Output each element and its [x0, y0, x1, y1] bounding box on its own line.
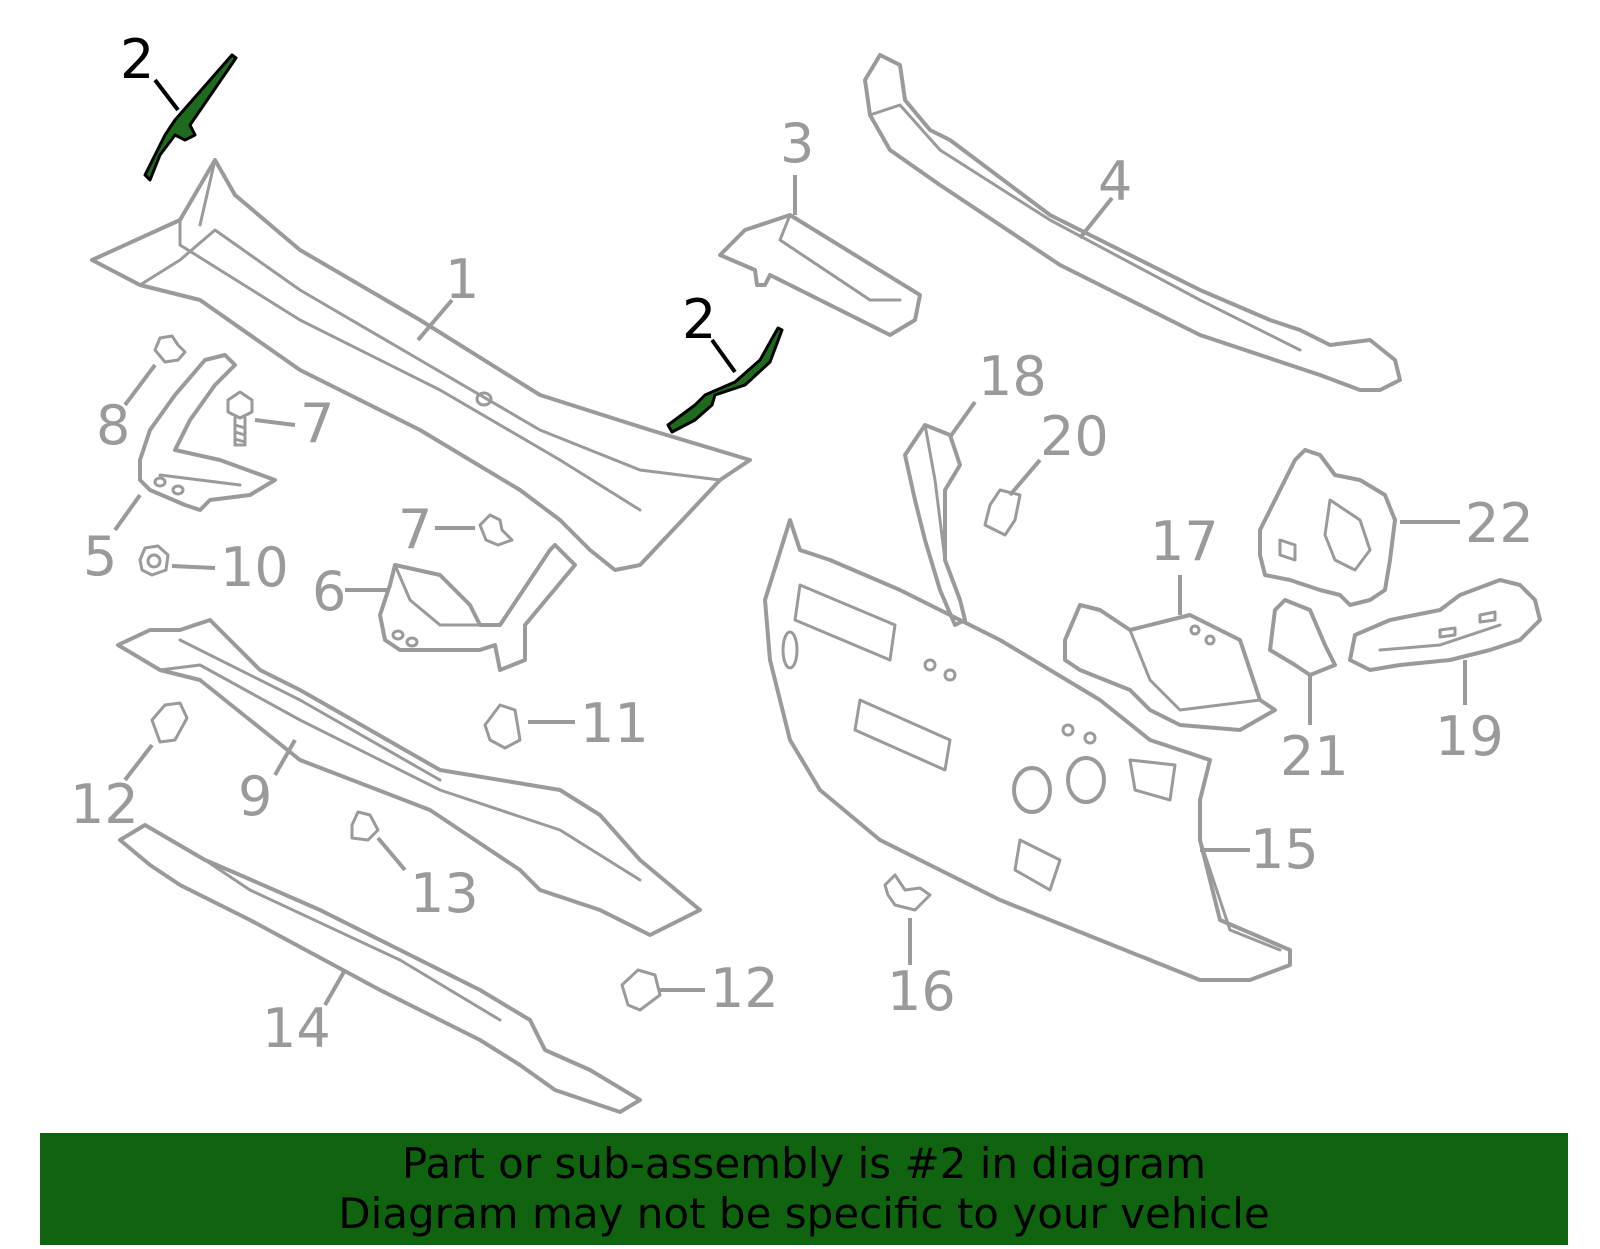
callout-20: 20 [1040, 405, 1109, 468]
callout-18: 18 [978, 345, 1047, 408]
part-15-dash-panel[interactable] [763, 518, 1292, 982]
part-11-clip[interactable] [483, 703, 522, 750]
callout-14: 14 [262, 997, 331, 1060]
callout-10: 10 [220, 536, 289, 599]
part-1-cowl-panel[interactable] [90, 158, 752, 572]
callout-5: 5 [83, 525, 117, 588]
callout-2-left: 2 [120, 28, 154, 91]
part-2-seal-left[interactable] [143, 53, 238, 182]
callout-13: 13 [410, 862, 479, 925]
callout-22: 22 [1465, 492, 1534, 555]
callout-4: 4 [1098, 150, 1132, 213]
callout-9: 9 [238, 765, 272, 828]
callout-1: 1 [445, 248, 479, 311]
callout-3: 3 [780, 112, 814, 175]
part-19-bracket[interactable] [1348, 578, 1542, 672]
banner-line-2: Diagram may not be specific to your vehi… [338, 1189, 1270, 1238]
callout-arrows [113, 78, 1467, 1006]
part-3-bracket[interactable] [718, 213, 922, 337]
callout-2-center: 2 [682, 288, 716, 351]
part-17-bracket[interactable] [1063, 603, 1277, 732]
part-20-bracket[interactable] [983, 488, 1022, 537]
callout-12-right: 12 [710, 957, 779, 1020]
part-7-clip[interactable] [478, 513, 514, 547]
callout-6: 6 [312, 560, 346, 623]
part-7-bolt[interactable] [226, 390, 254, 447]
part-12-clip-right[interactable] [620, 968, 662, 1012]
part-4-reinforcement[interactable] [863, 53, 1402, 392]
part-12-clip-left[interactable] [150, 701, 189, 744]
callout-21: 21 [1280, 725, 1349, 788]
part-10-nut[interactable] [138, 544, 170, 577]
part-14-seal-strip[interactable] [118, 823, 642, 1114]
part-13-clip[interactable] [350, 810, 380, 842]
info-banner: Part or sub-assembly is #2 in diagram Di… [40, 1133, 1568, 1245]
callout-16: 16 [887, 960, 956, 1023]
callout-17: 17 [1150, 510, 1219, 573]
part-21-bracket[interactable] [1268, 598, 1337, 677]
callout-11: 11 [580, 692, 649, 755]
callout-7-top: 7 [300, 392, 334, 455]
part-8-clip[interactable] [153, 334, 187, 364]
part-22-reinforcement[interactable] [1258, 448, 1397, 607]
callout-19: 19 [1435, 705, 1504, 768]
callout-7-mid: 7 [398, 498, 432, 561]
part-16-bracket[interactable] [883, 873, 932, 912]
part-5-bracket[interactable] [138, 353, 277, 512]
part-9-upper-panel[interactable] [116, 618, 702, 937]
callout-12-left: 12 [70, 773, 139, 836]
part-6-bracket[interactable] [378, 543, 577, 672]
callout-8: 8 [96, 394, 130, 457]
callout-labels: 2 2 1 3 4 8 7 5 10 7 6 11 12 9 13 12 14 … [70, 28, 1534, 1060]
part-2-seal-right[interactable] [666, 326, 784, 434]
banner-line-1: Part or sub-assembly is #2 in diagram [401, 1139, 1207, 1188]
callout-15: 15 [1250, 818, 1319, 881]
